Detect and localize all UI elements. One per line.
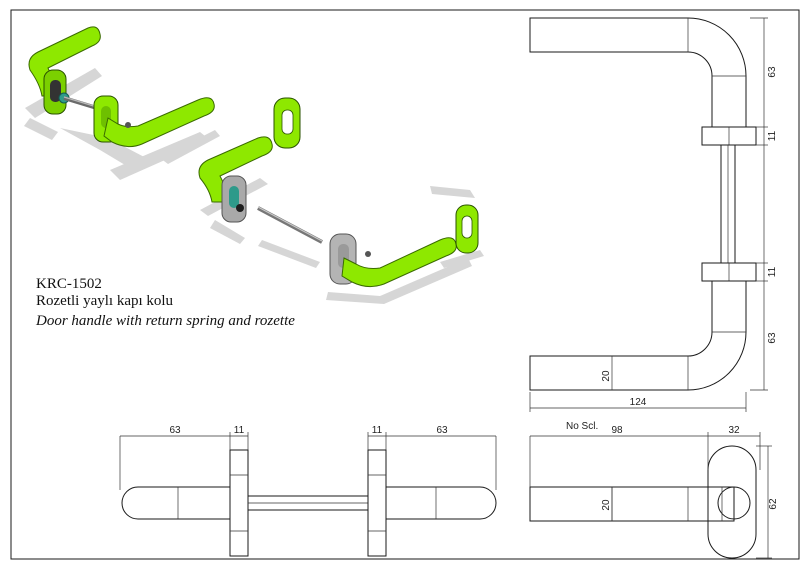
front-elevation-view: 63 11 11 63 (119, 425, 497, 557)
dim-top-rosette: 11 (767, 130, 778, 141)
rosette-cover-2 (455, 204, 479, 254)
product-code: KRC-1502 (36, 276, 102, 292)
scale-note: No Scl. (566, 421, 598, 432)
dim-bottom-height: 63 (767, 332, 778, 344)
rosette-cover-1 (273, 97, 301, 149)
dim-right-rosette: 11 (372, 425, 383, 436)
dim-plan-length: 98 (611, 425, 623, 436)
dim-left-rosette: 11 (234, 425, 245, 436)
isometric-exploded-view (24, 26, 484, 304)
lever-handle-3 (198, 136, 273, 223)
dim-top-height: 63 (767, 66, 778, 78)
dim-right-length: 63 (436, 425, 448, 436)
dim-bar-diameter: 20 (601, 370, 612, 382)
side-elevation-view: 63 11 11 63 20 124 (529, 17, 778, 412)
dim-plan-rosette-height: 62 (768, 498, 779, 510)
dim-bottom-rosette: 11 (767, 266, 778, 277)
plan-view: No Scl. 98 32 20 62 (529, 421, 779, 559)
lever-handle-2 (93, 95, 215, 148)
dim-plan-bar-diameter: 20 (601, 499, 612, 511)
dim-left-length: 63 (169, 425, 181, 436)
product-title-tr: Rozetli yaylı kapı kolu (36, 293, 174, 309)
spindle-2 (257, 206, 323, 244)
lever-handle-4 (329, 233, 457, 288)
dim-plan-rosette-width: 32 (728, 425, 740, 436)
dim-overall-length: 124 (630, 397, 647, 408)
product-caption: KRC-1502 Rozetli yaylı kapı kolu Door ha… (35, 276, 295, 329)
sheet-border (10, 9, 800, 560)
product-title-en: Door handle with return spring and rozet… (35, 313, 295, 329)
